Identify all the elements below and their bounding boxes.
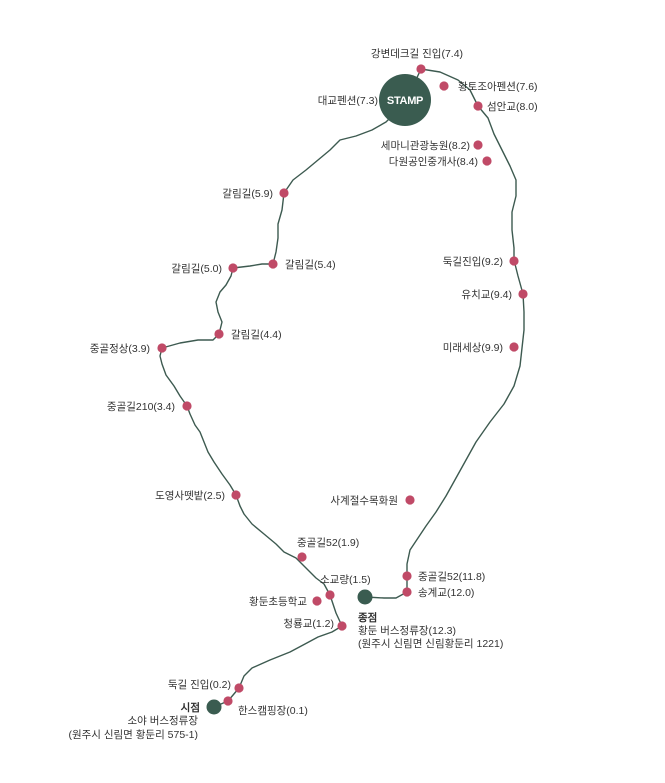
waypoint-label: 소교량(1.5) xyxy=(320,574,371,586)
waypoint[interactable]: 중골길52(1.9) xyxy=(297,536,359,562)
waypoint-label: 황토조아펜션(7.6) xyxy=(458,81,538,93)
waypoint-label: 갈림길(5.9) xyxy=(222,187,273,200)
waypoint[interactable]: 대교펜션(7.3) xyxy=(318,95,378,107)
waypoint-label: 미래세상(9.9) xyxy=(443,342,503,354)
waypoint[interactable]: 중골정상(3.9) xyxy=(90,343,167,355)
waypoint-marker xyxy=(234,683,244,693)
waypoint-marker xyxy=(297,552,307,562)
waypoint[interactable]: 다원공인중개사(8.4) xyxy=(389,156,492,168)
waypoint-label: 중골정상(3.9) xyxy=(90,343,150,355)
waypoint[interactable]: 갈림길(4.4) xyxy=(214,328,282,341)
waypoint-label: 갈림길(4.4) xyxy=(231,328,282,341)
waypoint[interactable]: 갈림길(5.9) xyxy=(222,187,289,200)
waypoint-marker xyxy=(182,401,192,411)
start-point-address: (원주시 신림면 황둔리 575-1) xyxy=(68,729,198,741)
end-point-address: (원주시 신림면 신림황둔리 1221) xyxy=(358,638,503,650)
waypoint-marker xyxy=(416,64,426,74)
waypoint-marker xyxy=(473,140,483,150)
waypoint[interactable]: 한스캠핑장(0.1) xyxy=(223,696,308,717)
waypoint-marker xyxy=(325,590,335,600)
end-point-stop: 황둔 버스정류장(12.3) xyxy=(358,625,456,637)
waypoint[interactable]: 중골길210(3.4) xyxy=(107,400,192,413)
waypoint-marker xyxy=(157,343,167,353)
waypoint-marker xyxy=(509,342,519,352)
waypoint-marker xyxy=(473,101,483,111)
waypoint[interactable]: 둑길 진입(0.2) xyxy=(168,678,244,693)
waypoint-marker xyxy=(402,587,412,597)
waypoint-label: 사계절수목화원 xyxy=(330,494,398,507)
waypoint-marker xyxy=(279,188,289,198)
waypoint[interactable]: 미래세상(9.9) xyxy=(443,342,519,354)
route-west-leg xyxy=(159,99,406,708)
waypoint[interactable]: 갈림길(5.0) xyxy=(171,262,238,275)
start-point[interactable]: 시점 소야 버스정류장 (원주시 신림면 황둔리 575-1) xyxy=(68,699,222,742)
waypoint-marker xyxy=(337,621,347,631)
waypoint-label: 중골길210(3.4) xyxy=(107,400,175,413)
waypoint[interactable]: 황토조아펜션(7.6) xyxy=(439,81,538,93)
waypoint-marker xyxy=(482,156,492,166)
waypoint[interactable]: 송계교(12.0) xyxy=(402,587,474,599)
waypoint[interactable]: 강변데크길 진입(7.4) xyxy=(371,47,463,74)
waypoint-marker xyxy=(268,259,278,269)
waypoint-label: 황둔초등학교 xyxy=(249,596,307,608)
waypoint-label: 송계교(12.0) xyxy=(418,587,474,599)
waypoint-label: 세마니관광농원(8.2) xyxy=(381,140,470,152)
waypoint-label: 한스캠핑장(0.1) xyxy=(238,705,308,717)
waypoint-label: 갈림길(5.4) xyxy=(285,258,336,271)
waypoint-marker xyxy=(231,490,241,500)
waypoint-label: 유치교(9.4) xyxy=(461,289,512,301)
waypoint-label: 도영사뗏밭(2.5) xyxy=(155,490,225,502)
waypoint-marker xyxy=(214,329,224,339)
end-point-title: 종점 xyxy=(358,612,377,624)
waypoint-label: 둑길진입(9.2) xyxy=(443,255,503,268)
waypoint-marker xyxy=(439,81,449,91)
waypoint-marker xyxy=(402,571,412,581)
waypoint[interactable]: 갈림길(5.4) xyxy=(268,258,336,271)
stamp-circle xyxy=(379,74,431,126)
waypoint[interactable]: 청룡교(1.2) xyxy=(283,618,347,631)
waypoint[interactable]: 둑길진입(9.2) xyxy=(443,255,519,268)
waypoint[interactable]: 중골길52(11.8) xyxy=(402,570,485,583)
waypoint[interactable]: 유치교(9.4) xyxy=(461,289,528,301)
waypoint-layer: 강변데크길 진입(7.4) 황토조아펜션(7.6) 섬안교(8.0) 대교펜션(7.3… xyxy=(90,47,538,717)
waypoint[interactable]: 섬안교(8.0) xyxy=(473,101,538,113)
stamp-label: STAMP xyxy=(387,95,423,107)
start-point-title: 시점 xyxy=(181,702,200,714)
waypoint-label: 중골길52(11.8) xyxy=(418,570,485,583)
route-east-leg xyxy=(365,68,525,599)
waypoint-label: 강변데크길 진입(7.4) xyxy=(371,47,463,60)
start-point-marker xyxy=(206,699,222,715)
start-point-stop: 소야 버스정류장 xyxy=(127,714,198,727)
waypoint-marker xyxy=(223,696,233,706)
waypoint[interactable]: 도영사뗏밭(2.5) xyxy=(155,490,241,502)
waypoint-label: 청룡교(1.2) xyxy=(283,618,334,630)
waypoint-marker xyxy=(509,256,519,266)
waypoint-marker xyxy=(405,495,415,505)
waypoint[interactable]: 세마니관광농원(8.2) xyxy=(381,140,483,152)
waypoint[interactable]: 사계절수목화원 xyxy=(330,494,415,507)
end-point-marker xyxy=(357,589,373,605)
waypoint-marker xyxy=(518,289,528,299)
stamp-marker[interactable]: STAMP xyxy=(379,74,431,126)
end-point[interactable]: 종점 황둔 버스정류장(12.3) (원주시 신림면 신림황둔리 1221) xyxy=(357,589,504,651)
waypoint-marker xyxy=(312,596,322,606)
waypoint[interactable]: 소교량(1.5) xyxy=(320,574,371,600)
waypoint-label: 갈림길(5.0) xyxy=(171,262,222,275)
waypoint-label: 대교펜션(7.3) xyxy=(318,95,378,107)
waypoint-label: 둑길 진입(0.2) xyxy=(168,678,231,691)
waypoint-label: 다원공인중개사(8.4) xyxy=(389,156,478,168)
waypoint-label: 섬안교(8.0) xyxy=(487,101,538,113)
waypoint-label: 중골길52(1.9) xyxy=(297,536,359,549)
waypoint[interactable]: 황둔초등학교 xyxy=(249,596,322,608)
waypoint-marker xyxy=(228,263,238,273)
